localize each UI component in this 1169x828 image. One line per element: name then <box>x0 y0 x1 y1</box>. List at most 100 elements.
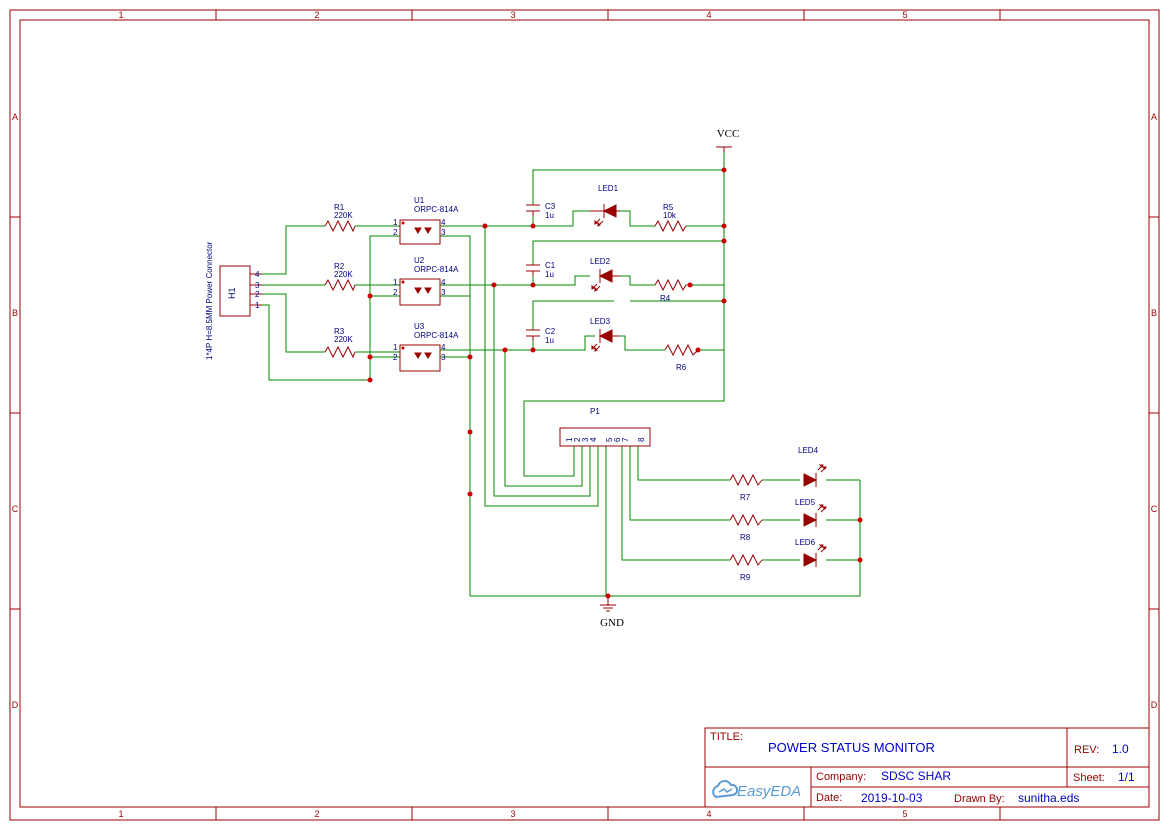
led-2: LED2 <box>590 257 620 292</box>
sheet-label: Sheet: <box>1073 772 1105 784</box>
c3-value: 1u <box>545 211 554 220</box>
zone-row-d-left: D <box>12 700 19 710</box>
resistor-r2: R2 220K <box>324 262 356 292</box>
zone-col-5-top: 5 <box>902 10 907 20</box>
p1-pin-6: 6 <box>613 437 622 442</box>
led-6: LED6 <box>795 538 827 567</box>
company-label: Company: <box>816 771 866 783</box>
wires <box>252 150 861 606</box>
vcc-label: VCC <box>717 128 740 140</box>
p1-pin-5: 5 <box>605 437 614 442</box>
led-5: LED5 <box>795 498 827 527</box>
u3-ref: U3 <box>414 322 425 331</box>
led6-ref: LED6 <box>795 538 816 547</box>
r1-ref: R1 <box>334 203 345 212</box>
date-value: 2019-10-03 <box>861 791 923 805</box>
optocoupler-u1: 1 2 4 3 U1 ORPC-814A <box>393 196 459 245</box>
zone-col-4-bottom: 4 <box>706 809 711 819</box>
rev-value: 1.0 <box>1112 742 1129 756</box>
c1-ref: C1 <box>545 261 556 270</box>
connector-h1: 4 3 2 1 H1 1*4P H=8.5MM Power Connector <box>205 241 262 360</box>
resistor-r8: R8 <box>729 513 763 542</box>
r2-value: 220K <box>334 270 353 279</box>
p1-pin-8: 8 <box>637 437 646 442</box>
r4-ref: R4 <box>660 294 671 303</box>
h1-description: 1*4P H=8.5MM Power Connector <box>205 241 214 360</box>
resistor-r3: R3 220K <box>324 327 356 359</box>
u2-pin-1: 1 <box>393 278 398 287</box>
zone-col-4-top: 4 <box>706 10 711 20</box>
zone-row-b-right: B <box>1151 308 1157 318</box>
drawn-by-value: sunitha.eds <box>1018 791 1079 805</box>
resistor-r5: R5 10k <box>654 203 687 233</box>
title-value: POWER STATUS MONITOR <box>768 740 935 755</box>
u1-pin-3: 3 <box>441 228 446 237</box>
resistor-r6: R6 <box>664 343 699 372</box>
date-label: Date: <box>816 792 842 804</box>
u3-pin-1: 1 <box>393 343 398 352</box>
led-1: LED1 <box>590 184 620 227</box>
h1-pin-2: 2 <box>255 290 260 299</box>
r3-value: 220K <box>334 335 353 344</box>
resistor-r4: R4 <box>654 278 687 303</box>
zone-col-1-bottom: 1 <box>118 809 123 819</box>
p1-ref: P1 <box>590 407 600 416</box>
r1-value: 220K <box>334 211 353 220</box>
u1-pin-2: 2 <box>393 228 398 237</box>
led1-ref: LED1 <box>598 184 619 193</box>
p1-pin-4: 4 <box>589 437 598 442</box>
title-label: TITLE: <box>710 731 743 743</box>
capacitor-c2: C2 1u <box>526 327 556 345</box>
p1-pin-7: 7 <box>621 437 630 442</box>
zone-labels: 1 2 3 4 5 1 2 3 4 5 A B C D A B C D <box>12 10 1158 819</box>
rev-label: REV: <box>1074 744 1099 756</box>
drawn-by-label: Drawn By: <box>954 793 1005 805</box>
c1-value: 1u <box>545 270 554 279</box>
header-p1: P1 1 2 3 4 5 6 7 8 <box>559 407 651 447</box>
resistor-r7: R7 <box>729 473 763 502</box>
c3-ref: C3 <box>545 202 556 211</box>
drawing-frame <box>9 9 1160 821</box>
r2-ref: R2 <box>334 262 345 271</box>
u3-pin-2: 2 <box>393 353 398 362</box>
zone-col-1-top: 1 <box>118 10 123 20</box>
optocoupler-u2: 1 2 4 3 U2 ORPC-814A <box>393 256 459 306</box>
r5-ref: R5 <box>663 203 674 212</box>
resistor-r9: R9 <box>729 553 763 582</box>
r9-ref: R9 <box>740 573 751 582</box>
easyeda-logo: EasyEDA <box>712 780 801 800</box>
r7-ref: R7 <box>740 493 751 502</box>
h1-designator: H1 <box>227 287 237 299</box>
gnd-label: GND <box>600 617 624 629</box>
capacitor-c3: C3 1u <box>526 202 556 220</box>
company-value: SDSC SHAR <box>881 769 951 783</box>
capacitor-c1: C1 1u <box>526 261 556 279</box>
led4-ref: LED4 <box>798 446 819 455</box>
gnd-symbol: GND <box>600 598 624 629</box>
vcc-symbol: VCC <box>716 128 739 152</box>
u1-pin-1: 1 <box>393 218 398 227</box>
led-4: LED4 <box>798 446 827 487</box>
sheet-value: 1/1 <box>1118 770 1135 784</box>
p1-pin-1: 1 <box>565 437 574 442</box>
u1-pin-4: 4 <box>441 218 446 227</box>
optocoupler-u3: 1 2 4 3 U3 ORPC-814A <box>393 322 459 372</box>
r5-value: 10k <box>663 211 677 220</box>
led2-ref: LED2 <box>590 257 611 266</box>
zone-row-c-left: C <box>12 504 19 514</box>
zone-col-3-top: 3 <box>510 10 515 20</box>
zone-row-a-right: A <box>1151 112 1157 122</box>
r8-ref: R8 <box>740 533 751 542</box>
zone-col-2-top: 2 <box>314 10 319 20</box>
p1-pin-3: 3 <box>581 437 590 442</box>
zone-row-b-left: B <box>12 308 18 318</box>
u2-ref: U2 <box>414 256 425 265</box>
u3-part: ORPC-814A <box>414 331 459 340</box>
u1-part: ORPC-814A <box>414 205 459 214</box>
led3-ref: LED3 <box>590 317 611 326</box>
zone-col-5-bottom: 5 <box>902 809 907 819</box>
led-3: LED3 <box>590 317 620 352</box>
p1-pin-2: 2 <box>573 437 582 442</box>
zone-col-2-bottom: 2 <box>314 809 319 819</box>
junctions <box>367 167 863 599</box>
